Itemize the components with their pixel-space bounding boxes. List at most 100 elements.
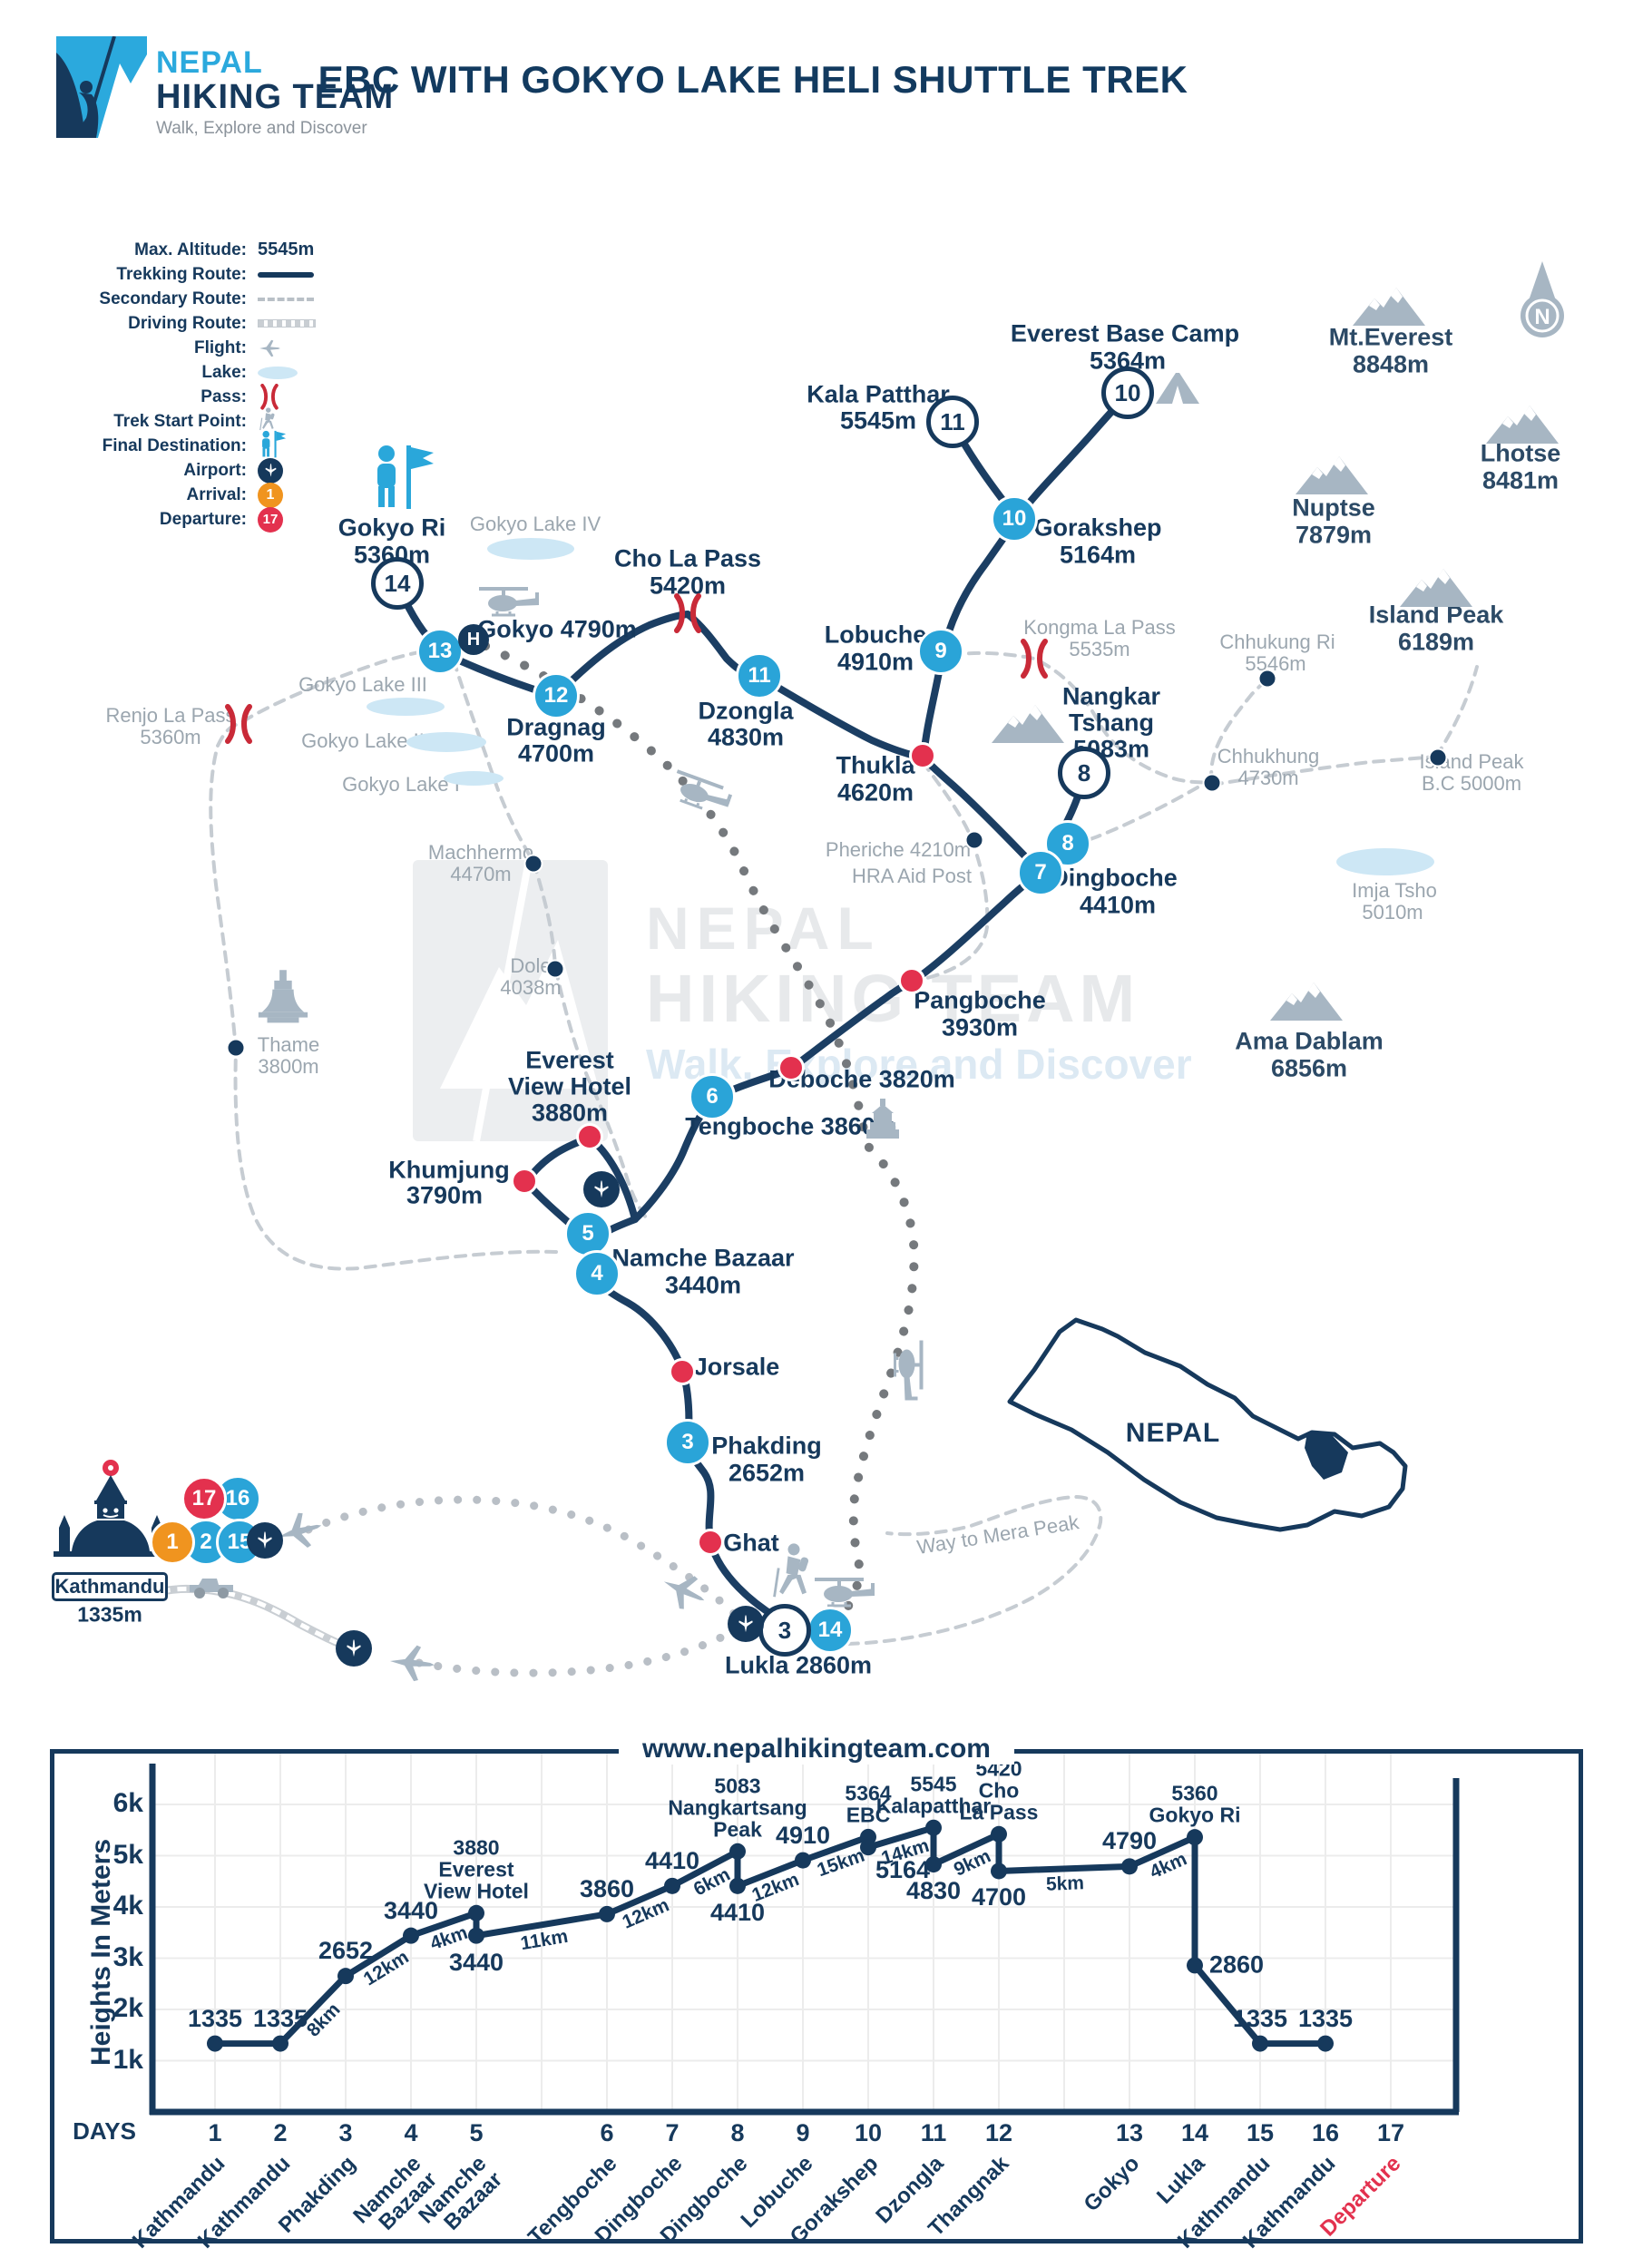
legend-symbol-line-solid xyxy=(258,262,314,287)
chart-day-number-5: 5 xyxy=(469,2119,484,2146)
chart-peak-label-10: 5364 EBC xyxy=(845,1781,892,1827)
stupa-icon xyxy=(255,967,311,1048)
chart-value-8: 4410 xyxy=(709,1898,766,1926)
chart-ytick-1k: 1k xyxy=(112,2044,143,2075)
map-label-3930m: 3930m xyxy=(941,1013,1019,1041)
map-label-7879m: 7879m xyxy=(1295,521,1373,549)
map-label-6856m: 6856m xyxy=(1270,1054,1348,1082)
airport-icon xyxy=(336,1630,372,1667)
chart-km-label: 5km xyxy=(1045,1872,1084,1895)
legend-row-final-destination: Final Destination: xyxy=(56,430,356,458)
map-label-hra-aid-post: HRA Aid Post xyxy=(851,865,973,888)
chart-days-label: DAYS xyxy=(73,2117,136,2145)
legend-label: Airport: xyxy=(183,460,247,480)
map-label-5420m: 5420m xyxy=(649,572,727,600)
map-label-5010m: 5010m xyxy=(1362,901,1423,924)
legend-label: Max. Altitude: xyxy=(134,240,247,259)
chart-km-label: 9km xyxy=(951,1845,994,1881)
town-dot xyxy=(523,854,543,874)
day-marker-5: 5 xyxy=(564,1210,611,1257)
map-label-chhukung-ri: Chhukung Ri xyxy=(1219,631,1335,654)
chart-day-number-14: 14 xyxy=(1180,2119,1209,2146)
map-label-everest-base-camp: Everest Base Camp xyxy=(1010,319,1240,347)
chart-peak-label-11: 5545 Kalapatthar xyxy=(875,1772,992,1818)
plane-icon xyxy=(383,1636,438,1696)
town-dot xyxy=(1428,748,1448,767)
map-label-gokyo-ri: Gokyo Ri xyxy=(337,513,446,542)
chart-value-7: 4410 xyxy=(644,1846,700,1874)
legend-symbol-departure: 17 xyxy=(258,506,283,533)
map-label-4730m: 4730m xyxy=(1237,767,1299,790)
map-label-dingboche: Dingboche xyxy=(1051,864,1178,892)
legend-row-trekking-route: Trekking Route: xyxy=(56,262,356,287)
watermark-line1: NEPAL xyxy=(646,894,881,962)
chart-ytick-2k: 2k xyxy=(112,1993,143,2023)
chart-value-12: 4700 xyxy=(971,1883,1027,1911)
mountain-icon xyxy=(990,703,1066,749)
chart-day-number-16: 16 xyxy=(1311,2119,1340,2146)
map-label-mt-everest: Mt.Everest xyxy=(1328,323,1453,351)
legend-row-arrival: Arrival:1 xyxy=(56,482,356,508)
map-label-thame: Thame xyxy=(257,1033,320,1057)
chart-km-label: 12km xyxy=(748,1868,803,1906)
airport-icon xyxy=(583,1171,620,1207)
chart-day-number-7: 7 xyxy=(665,2119,680,2146)
chart-value-2: 1335 xyxy=(252,2004,308,2032)
kathmandu-temple-icon xyxy=(52,1459,170,1577)
chart-value-11: 4830 xyxy=(905,1877,962,1905)
chart-day-number-2: 2 xyxy=(273,2119,288,2146)
map-label-way-to-mera-peak: Way to Mera Peak xyxy=(915,1510,1081,1559)
chart-ytick-6k: 6k xyxy=(112,1788,143,1818)
route-stop-dot xyxy=(898,967,925,994)
chart-day-number-8: 8 xyxy=(730,2119,745,2146)
chart-peak-label-12: 5420 Cho La Pass xyxy=(959,1756,1039,1824)
chart-value-1: 1335 xyxy=(187,2004,243,2032)
chart-value-16: 1335 xyxy=(1297,2004,1354,2032)
pass-icon xyxy=(1016,639,1052,683)
route-stop-dot xyxy=(909,742,936,769)
legend-row-departure: Departure:17 xyxy=(56,506,356,533)
day-marker-open-3: 3 xyxy=(758,1604,811,1657)
day-marker-8: 8 xyxy=(1044,820,1091,867)
route-stop-dot xyxy=(777,1054,805,1081)
kathmandu-banner: Kathmandu xyxy=(52,1572,168,1601)
legend-label: Secondary Route: xyxy=(99,288,247,308)
map-label-nepal: NEPAL xyxy=(1125,1417,1221,1448)
day-marker-11: 11 xyxy=(736,652,783,699)
map-label-5546m: 5546m xyxy=(1245,652,1306,676)
day-marker-12: 12 xyxy=(533,672,580,719)
helipad-icon: H xyxy=(458,624,489,655)
route-stop-dot xyxy=(576,1123,603,1150)
legend-symbol-pass xyxy=(258,384,281,410)
map-label-phakding: Phakding xyxy=(711,1432,822,1460)
map-label-gokyo-4790m: Gokyo 4790m xyxy=(477,615,637,643)
legend-row-driving-route: Driving Route: xyxy=(56,311,356,336)
town-dot xyxy=(545,959,565,979)
map-label-6189m: 6189m xyxy=(1397,628,1475,656)
day-marker-13: 13 xyxy=(416,628,464,675)
map-label-5360m: 5360m xyxy=(140,726,201,749)
legend-symbol-line-rail xyxy=(258,311,316,336)
map-label-pheriche-4210m: Pheriche 4210m xyxy=(825,838,972,862)
map-label-gorakshep: Gorakshep xyxy=(1033,513,1162,542)
legend-label: Arrival: xyxy=(186,484,247,504)
legend-label: Driving Route: xyxy=(128,313,247,333)
map-label-8848m: 8848m xyxy=(1352,350,1430,378)
legend-row-trek-start-point: Trek Start Point: xyxy=(56,407,356,434)
map-label-nangkar: Nangkar Tshang 5083m xyxy=(1061,682,1161,763)
monastery-icon xyxy=(865,1097,901,1149)
map-label-everest: Everest View Hotel 3880m xyxy=(507,1046,632,1127)
mountain-icon xyxy=(1351,286,1427,332)
map-label-lukla-2860m: Lukla 2860m xyxy=(724,1651,873,1679)
poster-title: EBC WITH GOKYO LAKE HELI SHUTTLE TREK xyxy=(318,58,1188,101)
map-label-pangboche: Pangboche xyxy=(914,986,1046,1014)
kathmandu-altitude: 1335m xyxy=(77,1602,142,1627)
lake xyxy=(406,732,486,752)
helicopter-icon xyxy=(475,585,546,626)
chart-day-number-17: 17 xyxy=(1376,2119,1405,2146)
pass-icon xyxy=(670,593,706,638)
chart-day-number-15: 15 xyxy=(1246,2119,1275,2146)
map-label-4410m: 4410m xyxy=(1079,891,1157,919)
legend-symbol-hiker xyxy=(258,407,308,434)
